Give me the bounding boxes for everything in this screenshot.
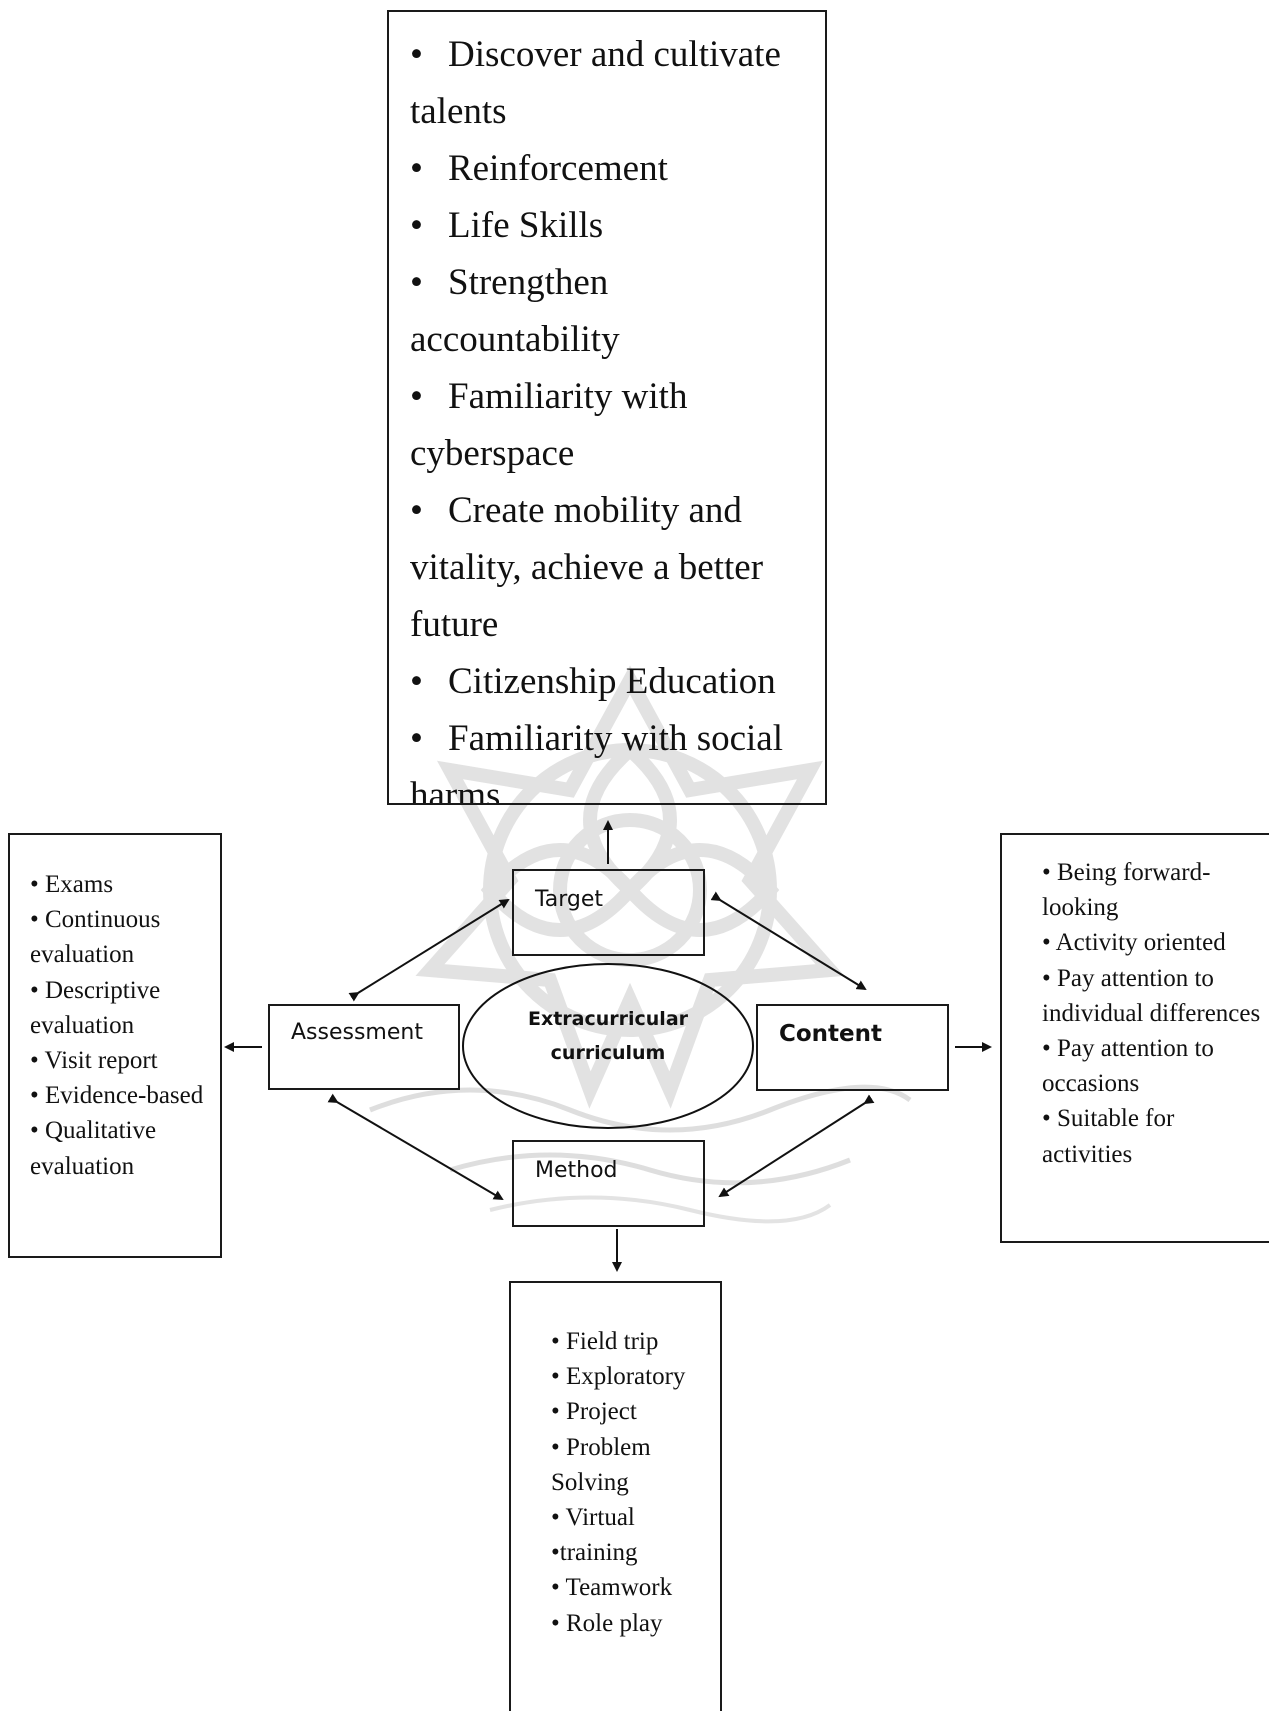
- target-goals-box: •Discover and cultivate talents•Reinforc…: [387, 10, 827, 805]
- assessment-node: Assessment: [268, 1004, 460, 1090]
- list-item-text: • Teamwork: [551, 1574, 673, 1602]
- list-item-text: Create mobility and vitality, achieve a …: [410, 490, 764, 645]
- assessment-methods-list: • Exams • Continuous evaluation • Descript…: [30, 867, 210, 1184]
- teaching-methods-list: • Field trip • Exploratory • Project • Prob…: [551, 1324, 714, 1641]
- target-goals-list: •Discover and cultivate talents•Reinforc…: [410, 26, 809, 805]
- list-item: • Evidence-based: [30, 1078, 210, 1113]
- list-item: • Problem Solving: [551, 1430, 714, 1500]
- list-item: • Qualitative evaluation: [30, 1113, 210, 1183]
- list-item: • Virtual: [551, 1500, 714, 1535]
- arrow-assessment-target: [348, 898, 510, 1002]
- list-item-text: • Continuous evaluation: [30, 906, 161, 969]
- list-item: •Familiarity with cyberspace: [410, 368, 809, 482]
- list-item-text: Life Skills: [448, 205, 604, 246]
- list-item: • Activity oriented: [1042, 925, 1262, 960]
- list-item: • Role play: [551, 1606, 714, 1641]
- list-item: • Visit report: [30, 1043, 210, 1078]
- bullet-icon: •: [410, 34, 423, 75]
- list-item-text: Familiarity with social harms: [410, 718, 784, 805]
- list-item-text: Citizenship Education: [448, 661, 776, 702]
- list-item-text: • Role play: [551, 1609, 663, 1637]
- list-item: • Citizenship Education: [410, 653, 809, 710]
- list-item: •training: [551, 1535, 714, 1570]
- bullet-icon: •: [410, 661, 423, 702]
- list-item: • Being forward-looking: [1042, 855, 1262, 925]
- list-item-text: • Visit report: [30, 1047, 158, 1075]
- bullet-icon: •: [410, 718, 423, 759]
- center-ellipse: [462, 963, 754, 1129]
- list-item-text: • Evidence-based: [30, 1082, 204, 1110]
- list-item-text: • Pay attention to individual difference…: [1042, 964, 1261, 1027]
- list-item: • Field trip: [551, 1324, 714, 1359]
- list-item-text: • Exams: [30, 871, 114, 898]
- list-item: • Reinforcement: [410, 140, 809, 197]
- list-item: •Familiarity with social harms: [410, 710, 809, 805]
- list-item: • Suitable for activities: [1042, 1101, 1262, 1171]
- list-item: • Exploratory: [551, 1359, 714, 1394]
- list-item-text: • Pay attention to occasions: [1042, 1035, 1214, 1098]
- list-item: • Project: [551, 1394, 714, 1429]
- list-item: • Continuous evaluation: [30, 902, 210, 972]
- list-item-text: • Virtual: [551, 1504, 635, 1532]
- list-item-text: • Exploratory: [551, 1363, 686, 1391]
- bullet-icon: •: [410, 262, 423, 303]
- list-item-text: • Problem Solving: [551, 1433, 651, 1496]
- content-features-list: • Being forward-looking • Activity orient…: [1042, 855, 1262, 1172]
- arrow-content-method: [718, 1094, 875, 1198]
- list-item-text: •training: [551, 1539, 638, 1567]
- list-item: • Pay attention to individual difference…: [1042, 961, 1262, 1031]
- teaching-methods-box: • Field trip • Exploratory • Project • Prob…: [509, 1281, 722, 1711]
- target-node: Target: [512, 869, 705, 956]
- assessment-methods-box: • Exams • Continuous evaluation • Descript…: [8, 833, 222, 1258]
- arrow-target-content: [710, 891, 867, 991]
- method-node: Method: [512, 1140, 705, 1227]
- list-item-text: Familiarity with cyberspace: [410, 376, 688, 474]
- arrow-assessment-method: [327, 1093, 504, 1201]
- bullet-icon: •: [410, 205, 423, 246]
- content-node: Content: [756, 1004, 949, 1091]
- bullet-icon: •: [410, 490, 423, 531]
- list-item-text: • Being forward-looking: [1042, 859, 1211, 922]
- list-item-text: • Suitable for activities: [1042, 1105, 1175, 1168]
- list-item: • Exams: [30, 867, 210, 902]
- list-item-text: Reinforcement: [448, 148, 668, 189]
- list-item: •Discover and cultivate talents: [410, 26, 809, 140]
- list-item-text: • Project: [551, 1398, 637, 1426]
- list-item-text: Strengthen accountability: [410, 262, 620, 360]
- list-item: • Pay attention to occasions: [1042, 1031, 1262, 1101]
- bullet-icon: •: [410, 376, 423, 417]
- list-item: • Teamwork: [551, 1570, 714, 1605]
- list-item-text: Discover and cultivate talents: [410, 34, 781, 132]
- bullet-icon: •: [410, 148, 423, 189]
- list-item-text: • Descriptive evaluation: [30, 976, 161, 1039]
- list-item-text: • Field trip: [551, 1328, 659, 1355]
- list-item: •Strengthen accountability: [410, 254, 809, 368]
- list-item: • Life Skills: [410, 197, 809, 254]
- list-item-text: • Qualitative evaluation: [30, 1117, 157, 1180]
- list-item: •Create mobility and vitality, achieve a…: [410, 482, 809, 653]
- content-features-box: • Being forward-looking • Activity orient…: [1000, 833, 1269, 1243]
- list-item-text: • Activity oriented: [1042, 929, 1226, 957]
- list-item: • Descriptive evaluation: [30, 973, 210, 1043]
